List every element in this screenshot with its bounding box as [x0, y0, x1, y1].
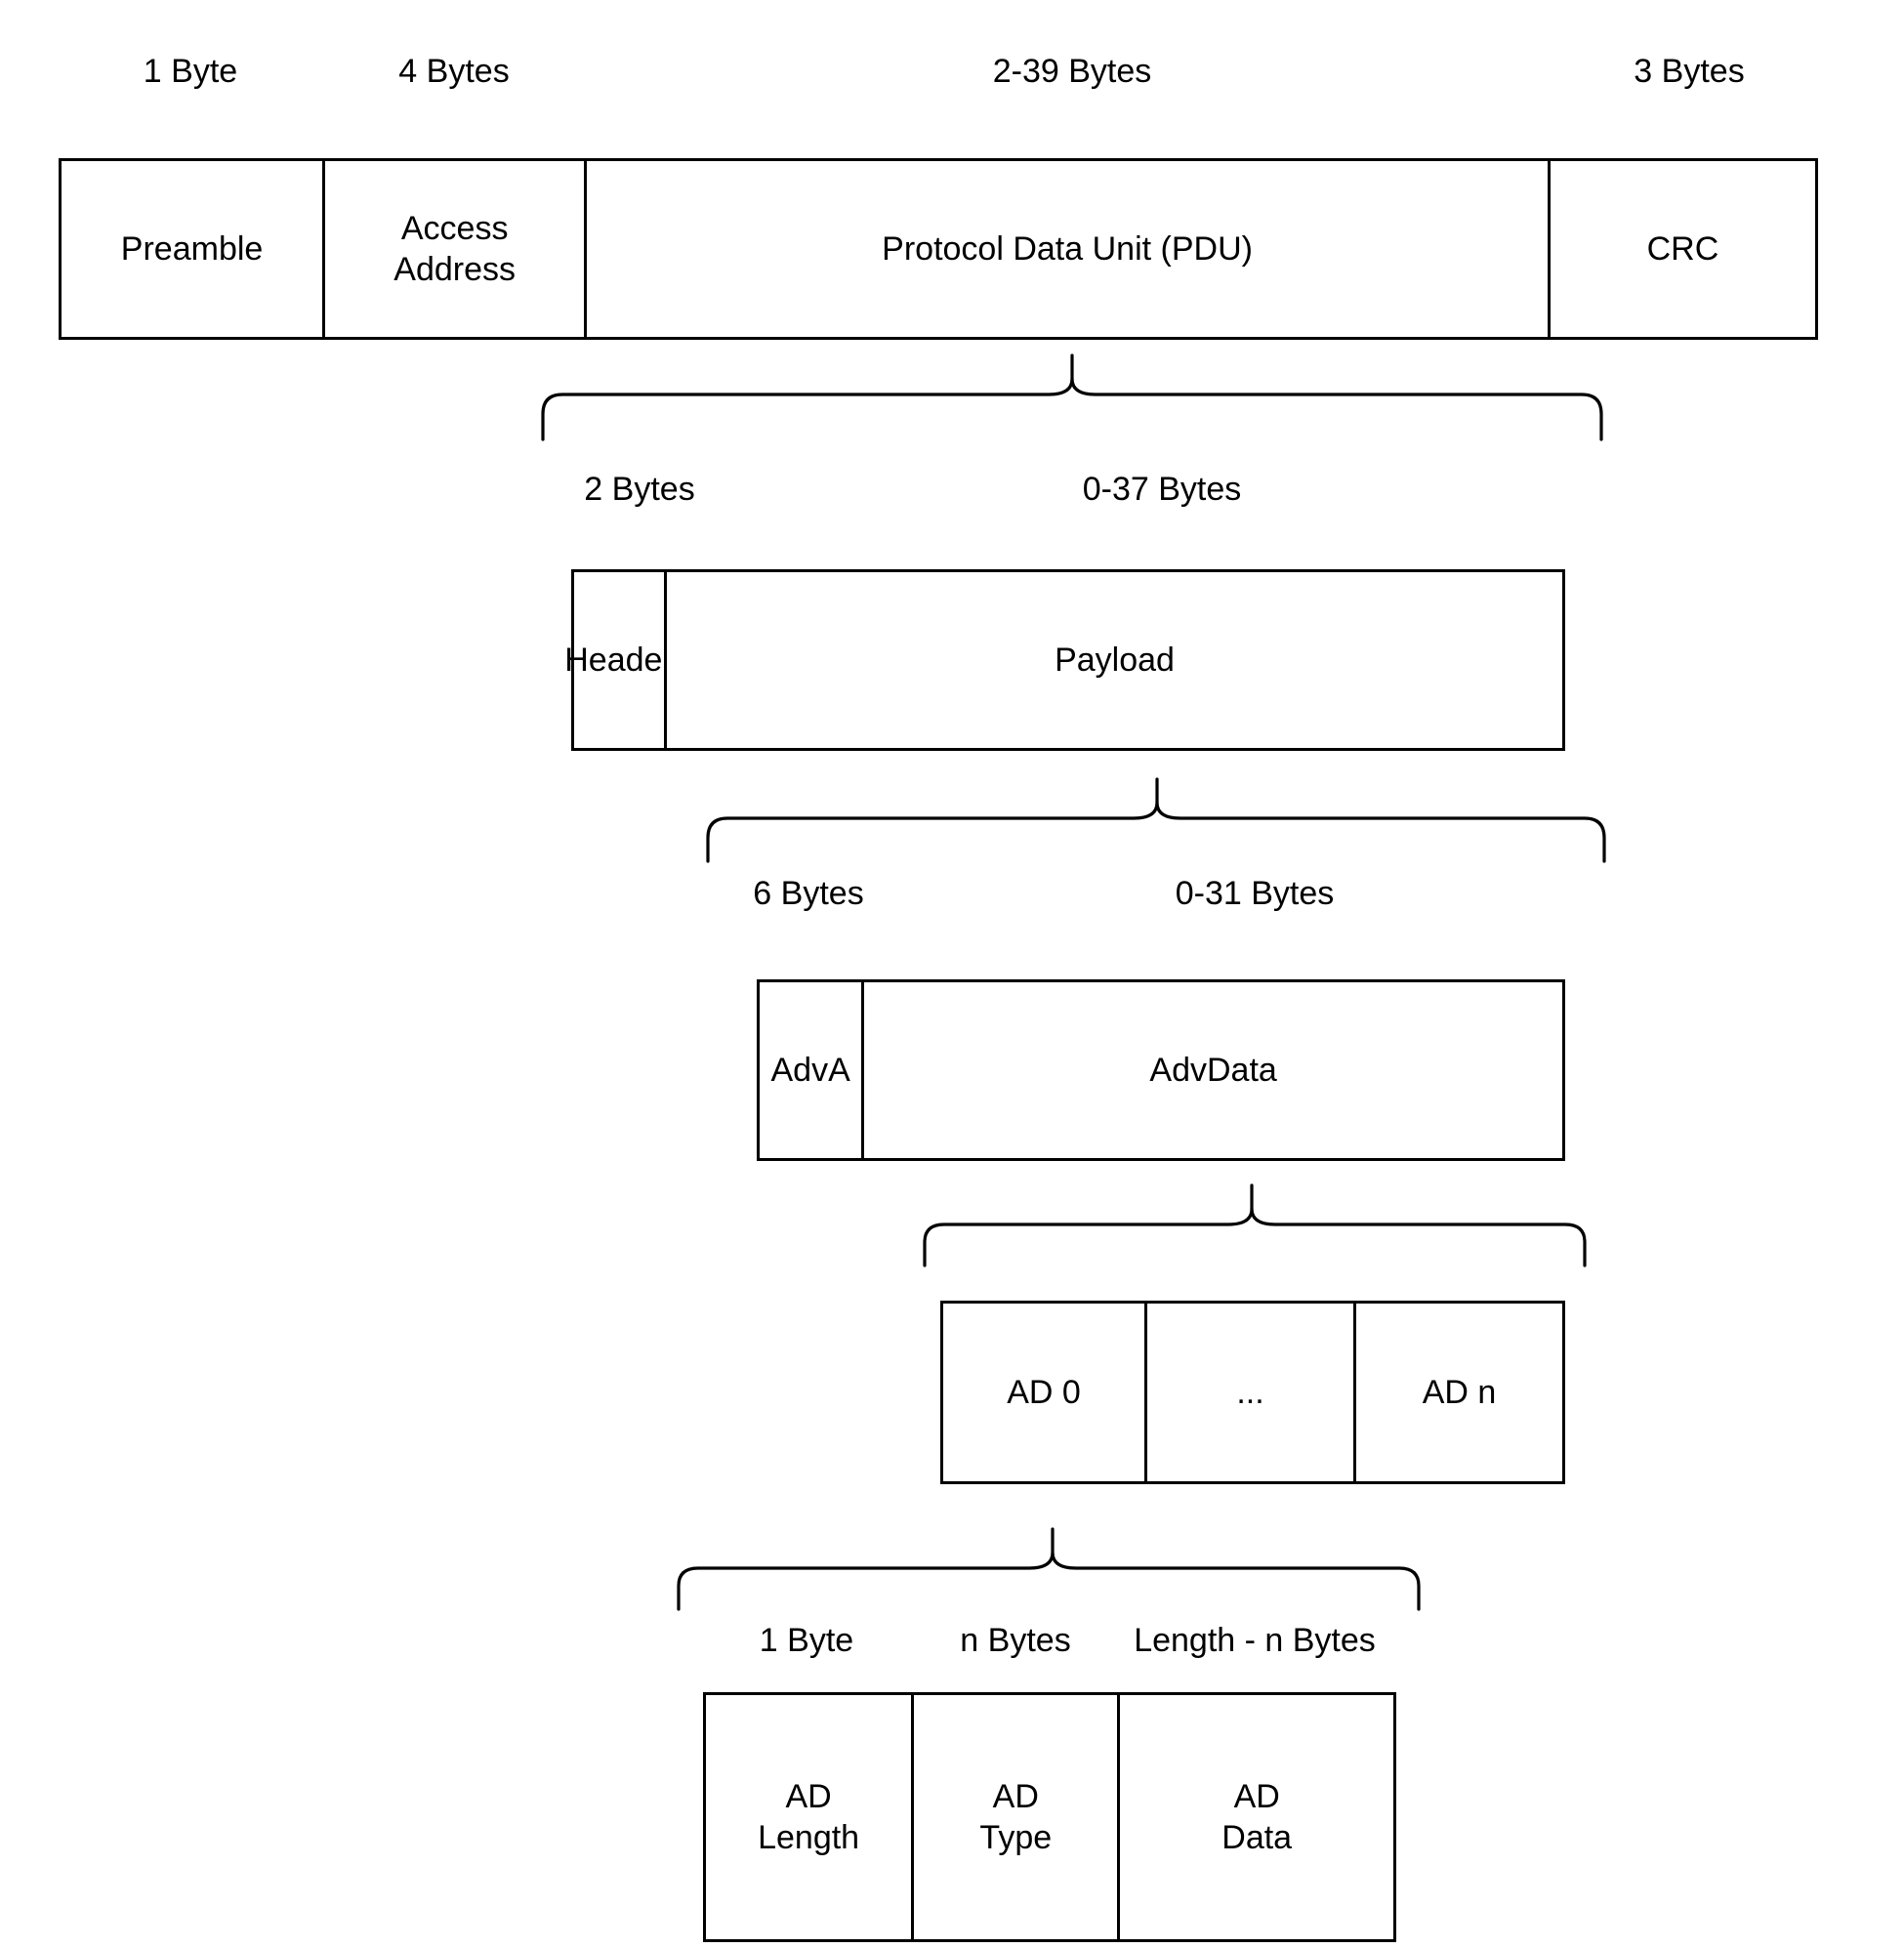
cell-access-address: Access Address	[325, 161, 588, 337]
row-pdu: Header Payload	[564, 569, 1565, 751]
size-label-pdu: 2-39 Bytes	[992, 53, 1152, 90]
cell-ad-data: AD Data	[1120, 1695, 1393, 1939]
cell-ad-ellipsis: ...	[1147, 1304, 1357, 1481]
size-label-advdata: 0-31 Bytes	[1175, 875, 1335, 912]
size-label-header: 2 Bytes	[584, 471, 695, 508]
cell-ad-0: AD 0	[943, 1304, 1148, 1481]
cell-advdata: AdvData	[864, 982, 1562, 1158]
size-label-ad-length: 1 Byte	[759, 1622, 854, 1659]
cell-pdu: Protocol Data Unit (PDU)	[587, 161, 1551, 337]
brace-payload-expansion	[706, 777, 1606, 863]
cell-ad-length: AD Length	[706, 1695, 915, 1939]
row-advdata: AD 0 ... AD n	[940, 1301, 1565, 1484]
size-label-ad-type: n Bytes	[960, 1622, 1071, 1659]
size-label-payload: 0-37 Bytes	[1082, 471, 1242, 508]
size-label-access-address: 4 Bytes	[398, 53, 510, 90]
row-payload: AdvA AdvData	[757, 979, 1565, 1161]
cell-ad-type: AD Type	[914, 1695, 1121, 1939]
cell-crc: CRC	[1550, 161, 1816, 337]
size-label-ad-data: Length - n Bytes	[1134, 1622, 1376, 1659]
brace-pdu-expansion	[541, 353, 1603, 441]
cell-header: Header	[564, 572, 674, 748]
cell-ad-n: AD n	[1356, 1304, 1562, 1481]
cell-preamble: Preamble	[62, 161, 326, 337]
cell-payload: Payload	[667, 572, 1562, 748]
brace-advdata-expansion	[923, 1183, 1587, 1267]
size-label-crc: 3 Bytes	[1634, 53, 1745, 90]
row-link-layer-packet: Preamble Access Address Protocol Data Un…	[59, 158, 1818, 340]
row-ad-structure: AD Length AD Type AD Data	[703, 1692, 1396, 1942]
brace-ad-expansion	[677, 1527, 1421, 1611]
size-label-adva: 6 Bytes	[753, 875, 864, 912]
size-label-preamble: 1 Byte	[143, 53, 238, 90]
cell-adva: AdvA	[760, 982, 865, 1158]
